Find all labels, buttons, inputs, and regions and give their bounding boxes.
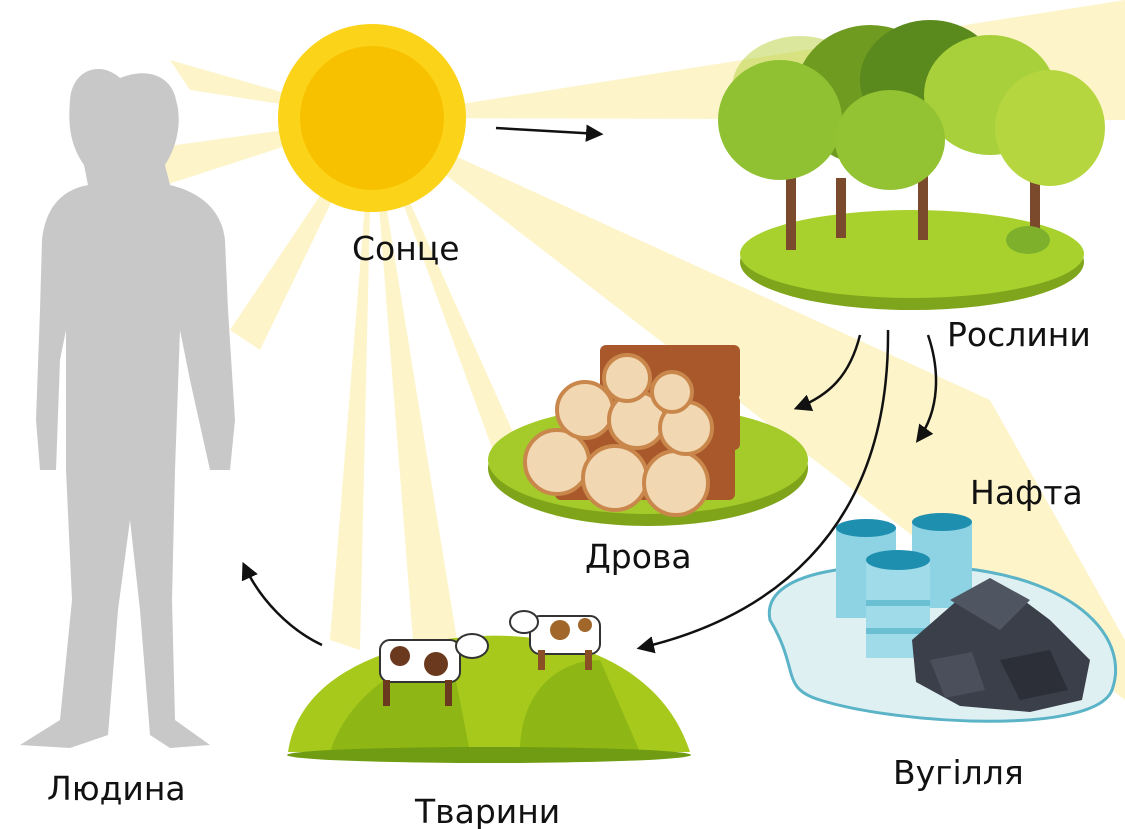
label-animals: Тварини [415,795,560,828]
arrow-sun-to-plants [496,128,600,134]
label-firewood: Дрова [585,540,692,573]
label-plants: Рослини [947,318,1091,351]
label-coal: Вугілля [893,756,1024,789]
label-oil: Нафта [970,476,1083,509]
label-sun: Сонце [352,232,460,265]
arrow-animals-to-human [244,565,322,645]
sun-icon [278,24,466,212]
label-human: Людина [47,772,186,805]
